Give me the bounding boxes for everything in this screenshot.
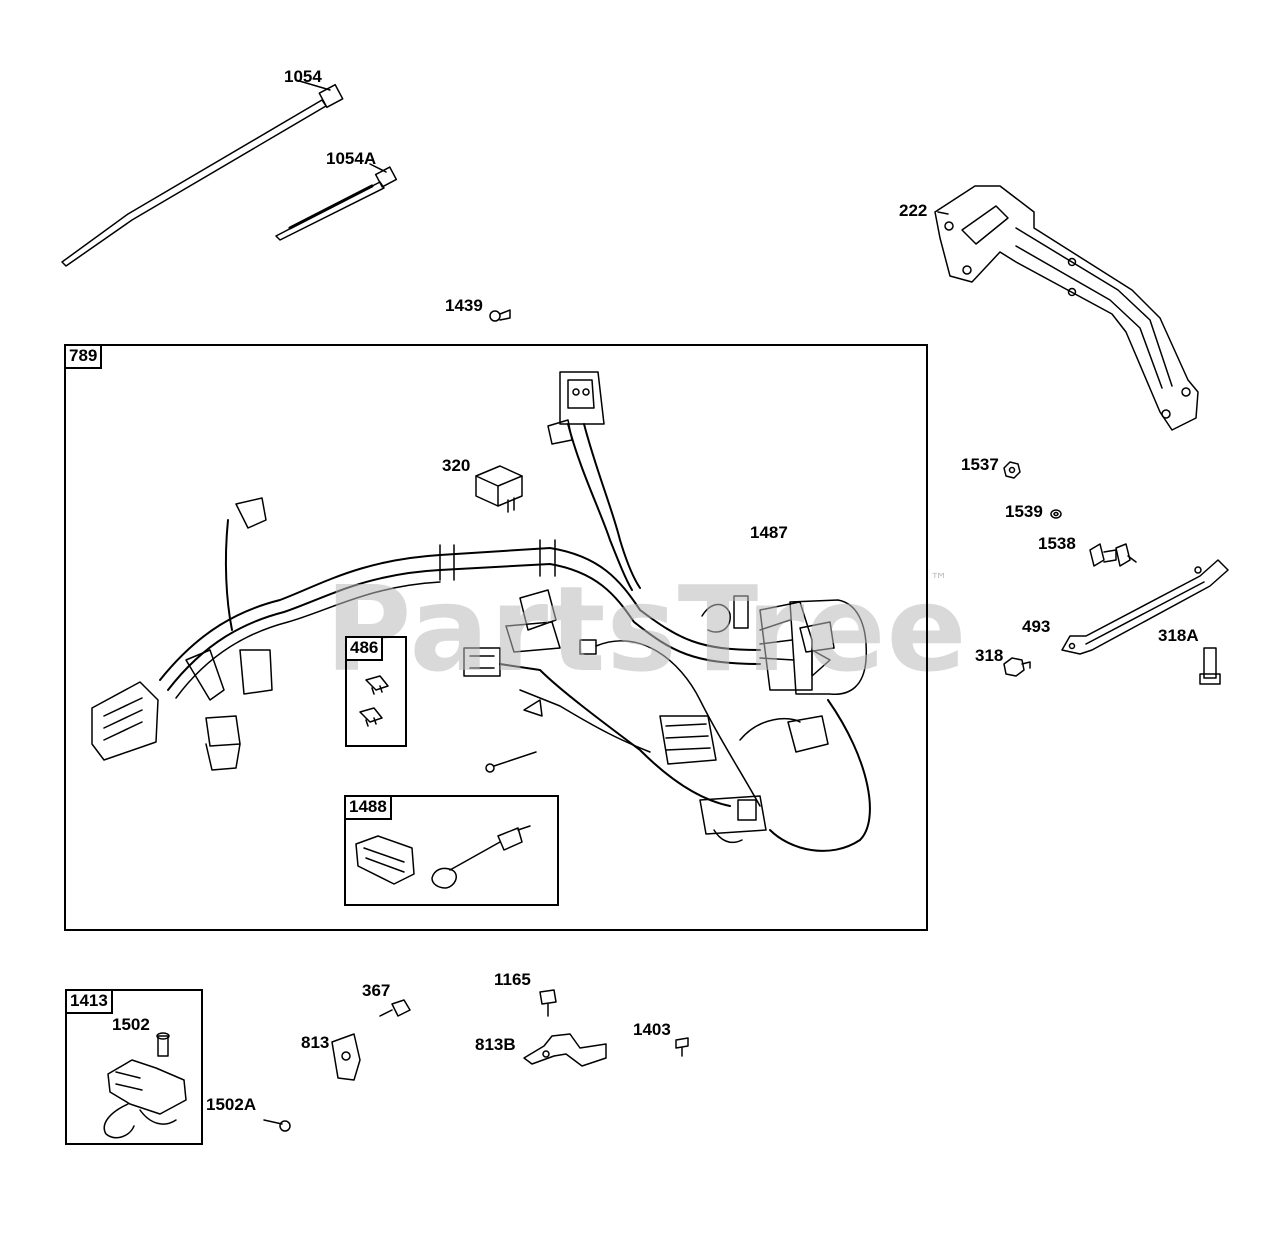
washer-1539[interactable]	[1050, 509, 1062, 519]
box-486-tag: 486	[345, 636, 384, 661]
fuses-486[interactable]	[359, 675, 389, 727]
label-1054: 1054	[284, 67, 322, 86]
connector-1488[interactable]	[355, 825, 531, 889]
label-320: 320	[442, 456, 471, 475]
box-486: 486	[345, 636, 407, 747]
nut-1537[interactable]	[1003, 461, 1021, 479]
isolator-1538[interactable]	[1089, 543, 1137, 567]
label-1054a: 1054A	[326, 149, 377, 168]
screw-1439[interactable]	[489, 309, 511, 322]
box-1488: 1488	[344, 795, 559, 906]
bolt-367[interactable]	[379, 999, 411, 1017]
label-1502: 1502	[112, 1015, 150, 1034]
bracket-222[interactable]	[934, 185, 1199, 431]
label-222: 222	[899, 201, 928, 220]
label-493: 493	[1022, 617, 1051, 636]
clip-813[interactable]	[331, 1033, 361, 1081]
label-318: 318	[975, 646, 1004, 665]
label-1502a: 1502A	[206, 1095, 257, 1114]
label-1439: 1439	[445, 296, 483, 315]
box-1488-tag: 1488	[344, 795, 392, 820]
screw-1502a[interactable]	[263, 1119, 291, 1132]
cable-tie-1054a[interactable]	[275, 163, 398, 241]
bolt-318[interactable]	[1003, 657, 1031, 677]
cable-tie-1054[interactable]	[61, 79, 344, 267]
label-1537: 1537	[961, 455, 999, 474]
relay-320[interactable]	[475, 465, 523, 513]
label-813: 813	[301, 1033, 330, 1052]
clamp-813b[interactable]	[523, 1033, 607, 1067]
label-1487: 1487	[750, 523, 788, 542]
sensor-1413[interactable]	[103, 1032, 187, 1139]
bolt-318a[interactable]	[1199, 647, 1221, 685]
label-367: 367	[362, 981, 391, 1000]
box-1413-tag: 1413	[65, 989, 113, 1014]
label-1403: 1403	[633, 1020, 671, 1039]
screw-1403[interactable]	[675, 1037, 689, 1057]
box-789: 789	[64, 344, 928, 931]
label-813b: 813B	[475, 1035, 516, 1054]
label-1538: 1538	[1038, 534, 1076, 553]
bolt-1165[interactable]	[539, 989, 557, 1017]
label-1539: 1539	[1005, 502, 1043, 521]
label-318a: 318A	[1158, 626, 1199, 645]
trademark-mark: ™	[930, 570, 948, 591]
box-1413: 1413	[65, 989, 203, 1145]
wire-harness-789[interactable]	[91, 371, 871, 852]
strap-493[interactable]	[1061, 559, 1229, 655]
box-789-tag: 789	[64, 344, 103, 369]
label-1165: 1165	[494, 970, 531, 989]
